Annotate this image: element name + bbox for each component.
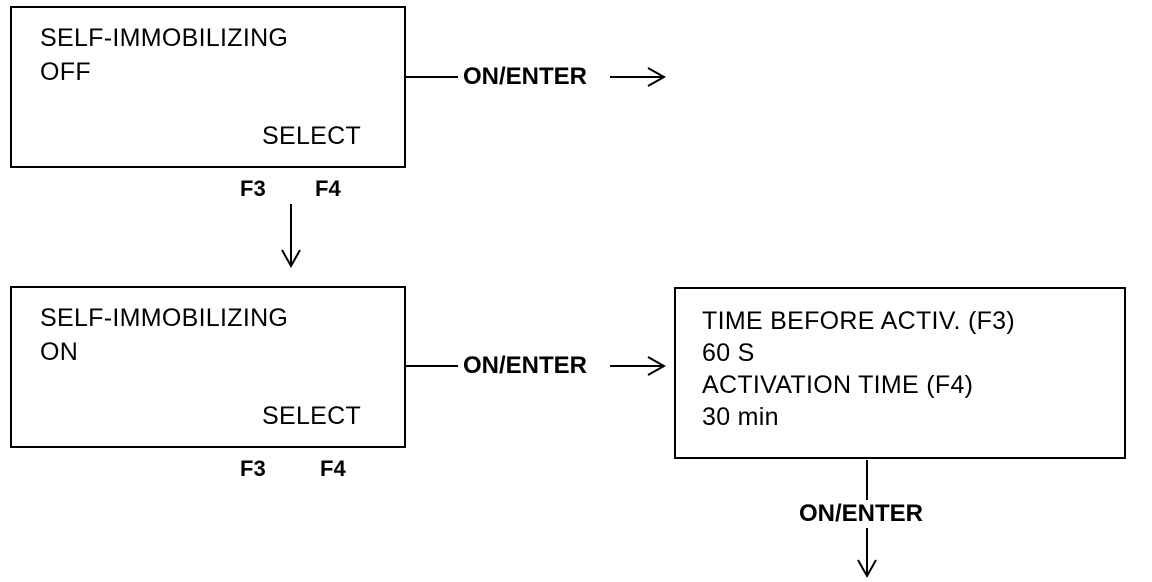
screen-box-on: SELF-IMMOBILIZING ON SELECT <box>10 286 406 448</box>
activation-time-value: 30 min <box>702 403 779 431</box>
box-off-f4-key[interactable]: F4 <box>315 176 341 201</box>
box-on-f3-key[interactable]: F3 <box>240 456 266 481</box>
screen-box-time-settings: TIME BEFORE ACTIV. (F3) 60 S ACTIVATION … <box>674 287 1126 459</box>
box-off-softkey-select[interactable]: SELECT <box>262 122 362 150</box>
box-off-f3-key[interactable]: F3 <box>240 176 266 201</box>
off-right-arrowhead <box>647 67 667 87</box>
box-off-state: OFF <box>40 58 91 86</box>
time-down-arrowhead <box>857 559 877 579</box>
box-on-softkey-select[interactable]: SELECT <box>262 402 362 430</box>
screen-box-off: SELF-IMMOBILIZING OFF SELECT <box>10 6 406 168</box>
box-off-title: SELF-IMMOBILIZING <box>40 24 289 52</box>
on-right-arrowhead <box>647 356 667 376</box>
down-arrowhead <box>281 249 301 269</box>
on-on-enter-label: ON/ENTER <box>461 352 590 380</box>
time-before-activation-value: 60 S <box>702 339 755 367</box>
time-on-enter-label: ON/ENTER <box>797 500 926 528</box>
off-on-enter-label: ON/ENTER <box>461 63 590 91</box>
box-on-title: SELF-IMMOBILIZING <box>40 304 289 332</box>
box-on-f4-key[interactable]: F4 <box>320 456 346 481</box>
box-on-state: ON <box>40 338 79 366</box>
time-before-activation-label: TIME BEFORE ACTIV. (F3) <box>702 307 1015 335</box>
activation-time-label: ACTIVATION TIME (F4) <box>702 371 974 399</box>
